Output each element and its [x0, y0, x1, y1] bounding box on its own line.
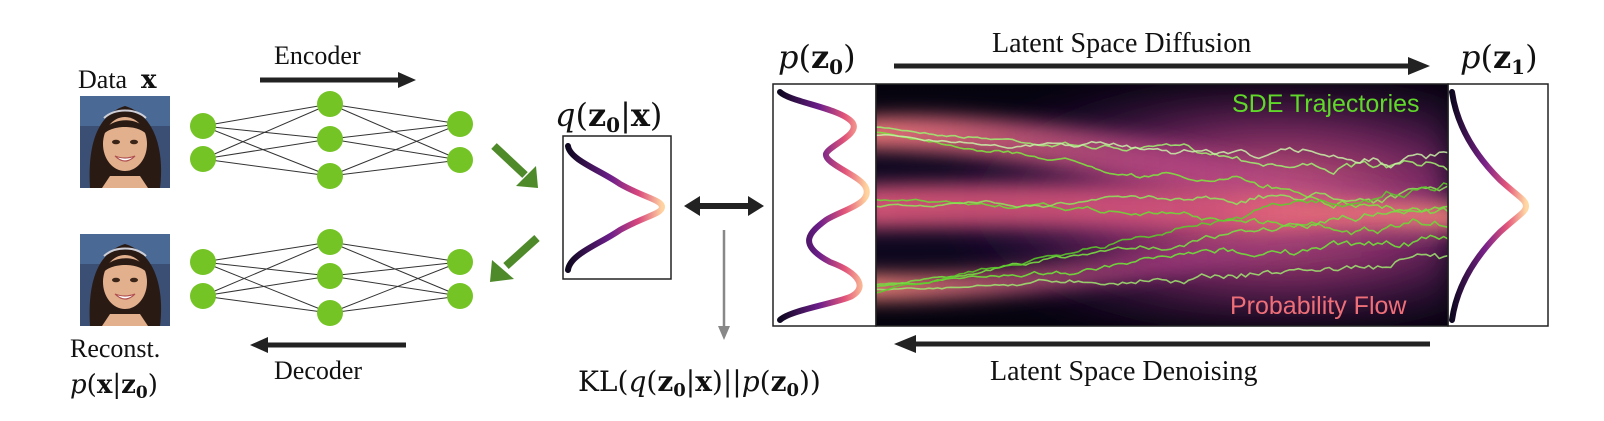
decoder-node — [317, 229, 343, 255]
decoder-node — [447, 283, 473, 309]
decoder-node — [190, 249, 216, 275]
encoder-network — [202, 103, 461, 177]
likelihood-label: p(x|z0) — [70, 370, 158, 403]
diffusion-density-field — [875, 83, 1449, 327]
encoder-node — [190, 146, 216, 172]
latent-diffusion-label: Latent Space Diffusion — [992, 28, 1251, 59]
sde-trajectory-line — [876, 126, 1448, 175]
encoder-node — [447, 111, 473, 137]
encoder-node — [317, 91, 343, 117]
sde-trajectory-line — [876, 133, 1448, 169]
reconstruction-label: Reconst. — [70, 334, 160, 363]
posterior-label: q(z0|x) — [555, 96, 662, 137]
decoder-node — [447, 249, 473, 275]
prior-z1-label: p(z1) — [1460, 38, 1538, 79]
data-variable: x — [141, 65, 157, 95]
face-photo-icon — [80, 234, 170, 326]
prior-z0-density-curve — [777, 89, 870, 323]
sde-trajectory-line — [876, 207, 1448, 286]
prior-z1-density-curve — [1449, 89, 1530, 323]
sde-trajectories-label: SDE Trajectories — [1232, 90, 1420, 118]
probability-flow-label: Probability Flow — [1230, 292, 1407, 320]
decoder-node — [317, 300, 343, 326]
kl-divergence-label: KL(q(z0|x)||p(z0)) — [578, 365, 821, 401]
latent-denoising-label: Latent Space Denoising — [990, 356, 1257, 387]
encoder-node — [190, 113, 216, 139]
posterior-density-curve — [565, 143, 666, 273]
decode-green-arrow — [490, 235, 540, 282]
encode-green-arrow — [491, 143, 538, 188]
kl-down-arrow — [718, 230, 730, 340]
prior-z0-label: p(z0) — [778, 38, 856, 79]
prior-z1-density-box — [1447, 83, 1549, 327]
sde-trajectory-line — [876, 185, 1448, 208]
encoder-node — [317, 163, 343, 189]
sde-trajectory-line — [876, 198, 1448, 236]
match-double-arrow — [684, 196, 764, 216]
encoder-label: Encoder — [274, 41, 361, 70]
sde-trajectory-line — [876, 234, 1448, 288]
face-photo-icon — [80, 96, 170, 188]
sde-trajectory-line — [876, 182, 1448, 294]
sde-trajectory-line — [876, 252, 1448, 291]
decoder-network — [202, 241, 461, 314]
data-label: Data — [78, 65, 128, 94]
encoder-node — [447, 147, 473, 173]
decoder-node — [190, 283, 216, 309]
decoder-node — [317, 263, 343, 289]
decoder-label: Decoder — [274, 356, 362, 385]
encoder-node — [317, 126, 343, 152]
sde-trajectory-line — [876, 131, 1448, 213]
